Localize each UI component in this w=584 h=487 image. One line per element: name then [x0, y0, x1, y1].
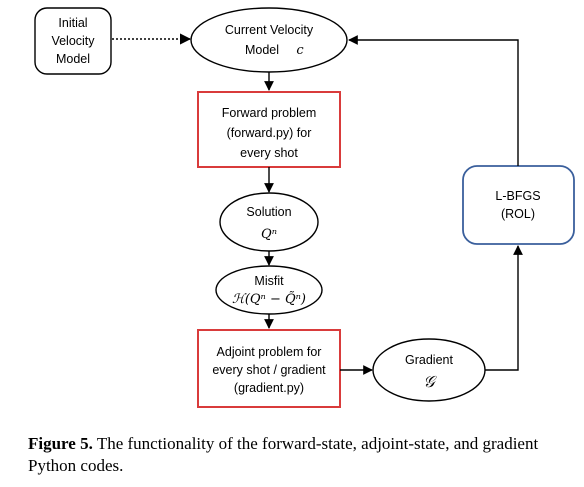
- arrow-gradient-to-lbfgs: [485, 245, 523, 371]
- gradient-ellipse: Gradient 𝒢: [372, 338, 486, 402]
- current-velocity-line-2: Model: [245, 43, 279, 57]
- forward-problem-line-3: every shot: [240, 146, 298, 160]
- adjoint-problem-line-1: Adjoint problem for: [217, 345, 322, 359]
- misfit-ellipse: Misfit ℋ(Qⁿ − Q̃ⁿ): [215, 265, 323, 315]
- figure-caption: Figure 5. The functionality of the forwa…: [28, 433, 584, 477]
- adjoint-problem-line-3: (gradient.py): [234, 381, 304, 395]
- current-velocity-line-1: Current Velocity: [225, 23, 314, 37]
- initial-velocity-line-2: Velocity: [51, 34, 95, 48]
- arrow-lbfgs-to-current: [348, 35, 519, 166]
- current-velocity-model-ellipse: Current Velocity Model c: [190, 7, 348, 73]
- solution-symbol: Qⁿ: [261, 227, 277, 242]
- gradient-symbol: 𝒢: [423, 372, 437, 391]
- solution-ellipse: Solution Qⁿ: [219, 192, 319, 252]
- lbfgs-box: L-BFGS (ROL): [462, 165, 575, 245]
- solution-label: Solution: [246, 205, 291, 219]
- forward-problem-box: Forward problem (forward.py) for every s…: [197, 91, 341, 168]
- initial-velocity-line-1: Initial: [58, 16, 87, 30]
- forward-problem-line-2: (forward.py) for: [227, 126, 312, 140]
- forward-problem-line-1: Forward problem: [222, 106, 316, 120]
- initial-velocity-model-box: Initial Velocity Model: [34, 7, 112, 75]
- caption-text: The functionality of the forward-state, …: [28, 434, 539, 475]
- lbfgs-line-2: (ROL): [501, 207, 535, 221]
- lbfgs-line-1: L-BFGS: [495, 189, 540, 203]
- figure-label: Figure 5.: [28, 434, 93, 453]
- gradient-label: Gradient: [405, 353, 453, 367]
- velocity-symbol-c: c: [296, 43, 304, 58]
- misfit-formula: ℋ(Qⁿ − Q̃ⁿ): [232, 291, 306, 307]
- adjoint-problem-box: Adjoint problem for every shot / gradien…: [197, 329, 341, 408]
- adjoint-problem-line-2: every shot / gradient: [212, 363, 326, 377]
- initial-velocity-line-3: Model: [56, 52, 90, 66]
- misfit-label: Misfit: [254, 274, 284, 288]
